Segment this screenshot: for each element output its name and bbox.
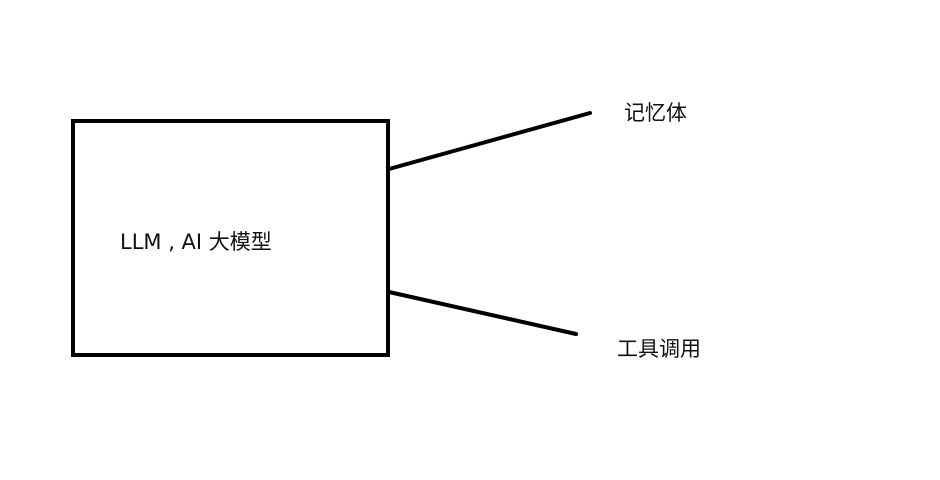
llm-box-label: LLM , AI 大模型 bbox=[120, 230, 272, 254]
connector-line-tools bbox=[387, 290, 578, 336]
connector-line-memory bbox=[387, 111, 592, 171]
llm-box bbox=[71, 119, 390, 357]
branch-label-memory: 记忆体 bbox=[624, 101, 687, 125]
branch-label-tools: 工具调用 bbox=[617, 337, 701, 361]
